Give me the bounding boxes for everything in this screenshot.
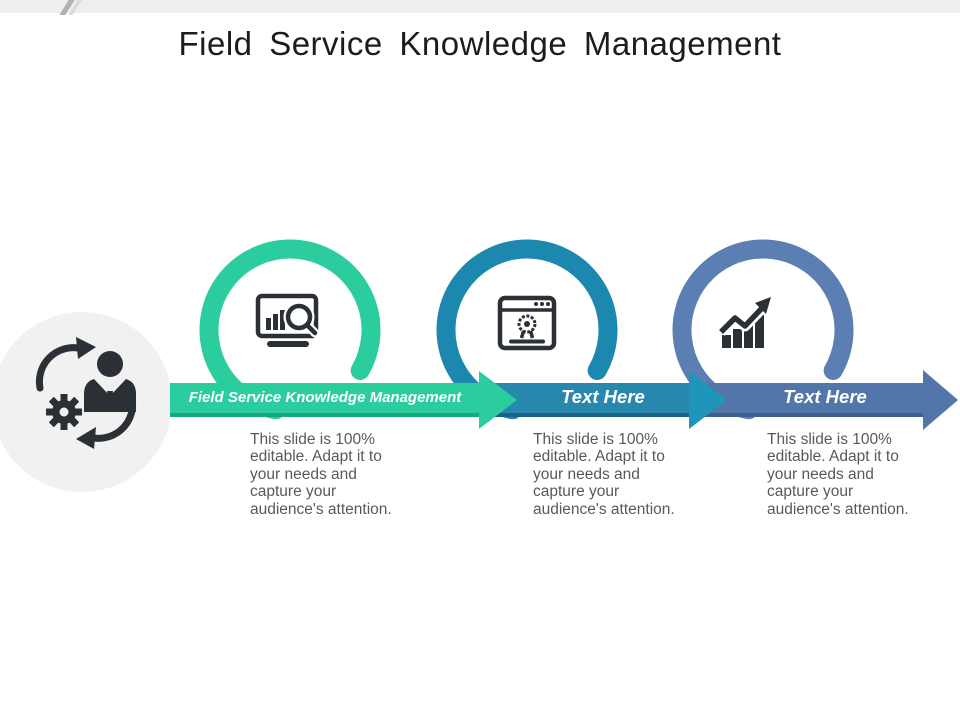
growth-chart-arrow-icon — [719, 297, 771, 348]
step1-label: Field Service Knowledge Management — [188, 389, 462, 406]
step2-ring — [436, 239, 618, 420]
step1-ring — [199, 239, 381, 420]
step2-arrowhead-icon — [689, 371, 727, 429]
person-process-cycle-icon — [35, 337, 137, 449]
step1-arrowhead-icon — [479, 371, 517, 429]
step3-arrowhead-icon — [923, 370, 958, 430]
slide-title: Field Service Knowledge Management — [178, 25, 782, 62]
step2-description: This slide is 100% editable. Adapt it to… — [533, 431, 675, 518]
monitor-analytics-search-icon — [255, 293, 320, 347]
step1-description: This slide is 100% editable. Adapt it to… — [250, 431, 392, 518]
step3-label: Text Here — [783, 386, 867, 407]
step1-arrow-band — [170, 383, 480, 417]
browser-badge-icon — [497, 295, 557, 351]
gear-icon — [46, 394, 82, 430]
step3-description: This slide is 100% editable. Adapt it to… — [767, 431, 909, 518]
step2-label: Text Here — [561, 386, 645, 407]
top-accent-bar — [0, 0, 960, 15]
